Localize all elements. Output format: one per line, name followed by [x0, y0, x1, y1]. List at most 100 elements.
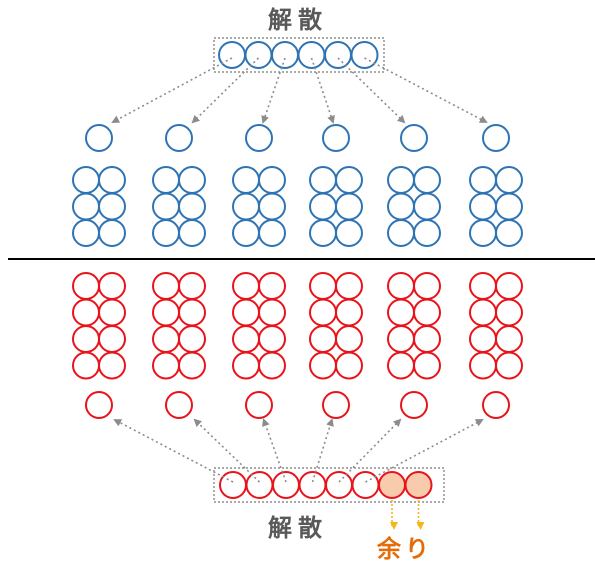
bottom-group-ball — [178, 325, 206, 353]
bottom-group-ball — [72, 298, 100, 327]
bottom-group — [72, 272, 126, 380]
bottom-single-ball — [165, 391, 193, 419]
top-pool-ball — [324, 41, 352, 69]
top-group-ball — [98, 219, 126, 247]
top-group — [387, 166, 441, 247]
bottom-group-ball — [309, 298, 337, 327]
bottom-group-ball — [98, 272, 126, 300]
bottom-single-ball — [245, 391, 273, 419]
top-group — [469, 166, 523, 247]
bottom-group-ball — [335, 272, 363, 300]
bottom-label: 解散 — [268, 514, 328, 542]
top-group-ball — [232, 192, 260, 221]
top-label: 解散 — [268, 6, 328, 34]
top-arrow — [111, 57, 233, 123]
top-group-ball — [258, 219, 286, 247]
top-group-ball — [387, 166, 415, 194]
bottom-group-ball — [469, 325, 497, 353]
top-section — [72, 37, 523, 247]
bottom-group-ball — [232, 351, 260, 380]
top-arrow — [364, 57, 488, 123]
top-group-ball — [232, 219, 260, 247]
bottom-single-ball — [482, 391, 510, 419]
bottom-group-ball — [387, 351, 415, 380]
bottom-arrow — [262, 418, 287, 483]
bottom-group — [152, 272, 206, 380]
bottom-pool-ball — [219, 471, 247, 499]
bottom-group — [387, 272, 441, 380]
top-group-ball — [309, 219, 337, 247]
bottom-group-ball — [178, 351, 206, 380]
bottom-group-ball — [232, 298, 260, 327]
top-group-ball — [178, 166, 206, 194]
top-group-ball — [152, 166, 180, 194]
top-arrow — [261, 57, 286, 124]
bottom-group-ball — [309, 272, 337, 300]
bottom-group-ball — [469, 298, 497, 327]
top-arrow — [310, 57, 335, 124]
top-group-ball — [413, 166, 441, 194]
top-group-ball — [469, 192, 497, 221]
top-group-ball — [72, 219, 100, 247]
top-group-ball — [335, 192, 363, 221]
top-pool-box — [213, 37, 385, 73]
top-group-ball — [309, 166, 337, 194]
bottom-pool-ball — [325, 471, 353, 499]
bottom-group-ball — [495, 351, 523, 380]
bottom-group — [309, 272, 363, 380]
bottom-arrow — [365, 419, 484, 483]
top-group-ball — [387, 192, 415, 221]
top-arrow — [337, 57, 406, 124]
top-group-ball — [98, 166, 126, 194]
bottom-group-ball — [152, 272, 180, 300]
bottom-group-ball — [98, 325, 126, 353]
top-single-ball — [482, 124, 510, 152]
bottom-group-ball — [413, 298, 441, 327]
bottom-group-ball — [495, 298, 523, 327]
top-group-ball — [178, 219, 206, 247]
bottom-section — [72, 272, 523, 530]
top-group-ball — [495, 219, 523, 247]
bottom-group-ball — [72, 272, 100, 300]
bottom-group-ball — [152, 325, 180, 353]
top-group — [309, 166, 363, 247]
bottom-single-ball — [85, 391, 113, 419]
top-group-ball — [469, 166, 497, 194]
top-group-ball — [495, 166, 523, 194]
bottom-group-ball — [387, 272, 415, 300]
top-single-ball — [400, 124, 428, 152]
top-group — [232, 166, 286, 247]
bottom-group-ball — [469, 351, 497, 380]
bottom-group-ball — [309, 351, 337, 380]
bottom-group-ball — [258, 325, 286, 353]
bottom-group-ball — [413, 351, 441, 380]
bottom-pool-ball — [298, 471, 327, 499]
bottom-group-ball — [335, 351, 363, 380]
bottom-arrow — [113, 419, 234, 483]
top-group-ball — [72, 192, 100, 221]
bottom-pool-ball — [245, 471, 274, 499]
bottom-group-ball — [335, 325, 363, 353]
bottom-group — [469, 272, 523, 380]
top-group-ball — [309, 192, 337, 221]
bottom-group-ball — [495, 272, 523, 300]
bottom-group-ball — [152, 351, 180, 380]
top-group — [72, 166, 126, 247]
top-group-ball — [469, 219, 497, 247]
top-pool-ball — [350, 41, 379, 69]
bottom-group-ball — [335, 298, 363, 327]
bottom-group-ball — [387, 298, 415, 327]
bottom-group-ball — [258, 298, 286, 327]
top-single-ball — [245, 124, 273, 152]
bottom-group-ball — [232, 272, 260, 300]
bottom-group-ball — [413, 325, 441, 353]
bottom-group-ball — [387, 325, 415, 353]
bottom-group — [232, 272, 286, 380]
top-group-ball — [152, 219, 180, 247]
bottom-group-ball — [413, 272, 441, 300]
top-group-ball — [72, 166, 100, 194]
bottom-group-ball — [98, 298, 126, 327]
bottom-group-ball — [469, 272, 497, 300]
